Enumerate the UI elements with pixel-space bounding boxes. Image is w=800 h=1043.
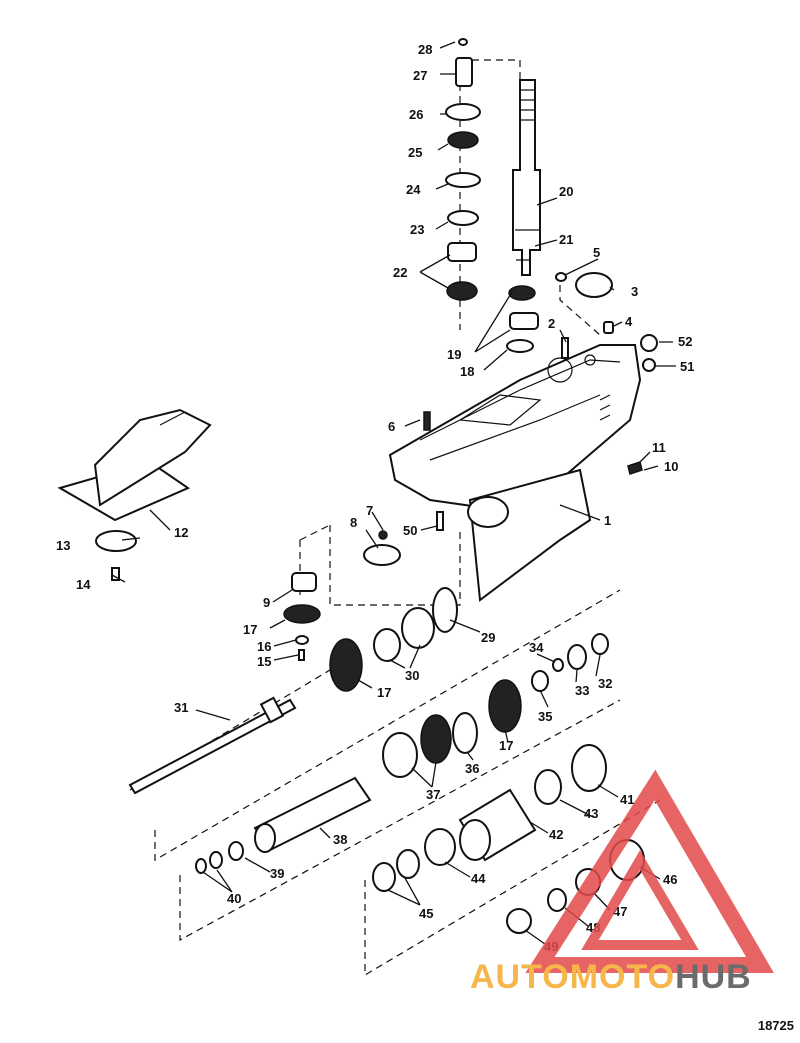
callout-20: 20 xyxy=(559,184,573,199)
callout-33: 33 xyxy=(575,683,589,698)
callout-6: 6 xyxy=(388,419,395,434)
callout-34: 34 xyxy=(529,640,544,655)
callout-37: 37 xyxy=(426,787,440,802)
callout-30: 30 xyxy=(405,668,419,683)
callout-17b: 17 xyxy=(377,685,391,700)
callout-31: 31 xyxy=(174,700,188,715)
forward-gear-group xyxy=(329,587,458,692)
housing-small-parts xyxy=(423,272,658,475)
callout-17c: 17 xyxy=(499,738,513,753)
callout-40: 40 xyxy=(227,891,241,906)
propeller-shaft xyxy=(128,696,297,795)
bearing-carrier-group xyxy=(372,744,645,934)
callout-50: 50 xyxy=(403,523,417,538)
watermark-text: AUTOMOTOHUB xyxy=(470,958,752,997)
gear-housing xyxy=(388,344,642,602)
callout-44: 44 xyxy=(471,871,486,886)
callout-51: 51 xyxy=(680,359,694,374)
reverse-gear-group xyxy=(382,633,609,778)
callout-7: 7 xyxy=(366,503,373,518)
callout-16: 16 xyxy=(257,639,271,654)
callout-2: 2 xyxy=(548,316,555,331)
callout-8: 8 xyxy=(350,515,357,530)
pinion-gear-stack xyxy=(283,572,321,661)
callout-11: 11 xyxy=(652,440,666,455)
callout-36: 36 xyxy=(465,761,479,776)
watermark-text-2: HUB xyxy=(675,958,752,996)
callout-26: 26 xyxy=(409,107,423,122)
callout-3: 3 xyxy=(631,284,638,299)
driveshaft-bearing xyxy=(506,285,539,353)
callout-24: 24 xyxy=(406,182,421,197)
callout-4: 4 xyxy=(625,314,633,329)
callout-1: 1 xyxy=(604,513,611,528)
callout-leaders xyxy=(111,41,676,945)
upper-bearing-stack xyxy=(445,38,481,301)
callout-13: 13 xyxy=(56,538,70,553)
callout-39: 39 xyxy=(270,866,284,881)
callout-9: 9 xyxy=(263,595,270,610)
callout-5: 5 xyxy=(593,245,600,260)
watermark-text-1: AUTOMOTO xyxy=(470,958,676,996)
callout-38: 38 xyxy=(333,832,347,847)
callout-27: 27 xyxy=(413,68,427,83)
figure-number: 18725 xyxy=(757,1018,794,1033)
callout-labels: 28 27 26 25 24 23 22 20 21 5 3 2 4 52 51… xyxy=(56,42,694,954)
clutch-shaft xyxy=(195,776,372,874)
callout-52: 52 xyxy=(678,334,692,349)
callout-35: 35 xyxy=(538,709,552,724)
callout-41: 41 xyxy=(620,792,634,807)
watermark-logo xyxy=(525,769,774,973)
callout-15: 15 xyxy=(257,654,271,669)
callout-21: 21 xyxy=(559,232,573,247)
callout-22: 22 xyxy=(393,265,407,280)
callout-17a: 17 xyxy=(243,622,257,637)
callout-42: 42 xyxy=(549,827,563,842)
callout-18: 18 xyxy=(460,364,474,379)
callout-46: 46 xyxy=(663,872,677,887)
anode-13 xyxy=(95,530,137,581)
callout-23: 23 xyxy=(410,222,424,237)
callout-32: 32 xyxy=(598,676,612,691)
callout-25: 25 xyxy=(408,145,422,160)
callout-45: 45 xyxy=(419,906,433,921)
callout-43: 43 xyxy=(584,806,598,821)
drive-shaft xyxy=(512,79,541,276)
anode-8 xyxy=(363,511,444,566)
callout-19: 19 xyxy=(447,347,461,362)
callout-14: 14 xyxy=(76,577,91,592)
callout-28: 28 xyxy=(418,42,432,57)
trim-tab xyxy=(57,408,212,522)
callout-29: 29 xyxy=(481,630,495,645)
callout-10: 10 xyxy=(664,459,678,474)
callout-12: 12 xyxy=(174,525,188,540)
